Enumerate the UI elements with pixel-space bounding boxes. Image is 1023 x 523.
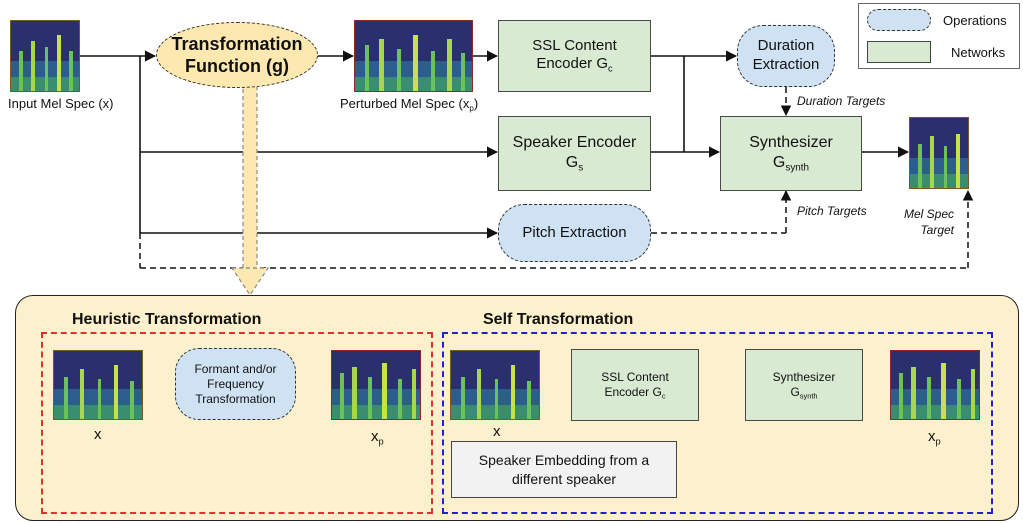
perturbed-mel-spec-label: Perturbed Mel Spec (xp) (340, 96, 478, 113)
self-synth-line2: Gsynth (790, 385, 817, 401)
legend-networks-label: Networks (951, 45, 1006, 60)
pitch-extraction: Pitch Extraction (498, 204, 651, 262)
legend-operations-label: Operations (943, 13, 1007, 28)
self-ssl-line2-text: Encoder G (604, 384, 662, 399)
self-ssl-sub: c (661, 391, 666, 401)
spectrogram-image (355, 21, 472, 91)
self-xp-label: xp (928, 428, 941, 446)
heuristic-xp-sub: p (378, 436, 384, 447)
self-xp-sub: p (935, 436, 941, 447)
spectrogram-image (332, 351, 420, 419)
self-synthesizer: Synthesizer Gsynth (745, 349, 863, 421)
speaker-encoder-line2-text: G (565, 153, 579, 171)
ssl-encoder-sub: c (608, 63, 613, 74)
pitch-extraction-label: Pitch Extraction (522, 223, 627, 241)
transformation-function-line1: Transformation (171, 33, 303, 54)
self-synth-line2-text: G (790, 384, 800, 399)
synthesizer-line1: Synthesizer (749, 133, 833, 151)
spectrogram-image (910, 118, 968, 188)
spectrogram-image (891, 351, 979, 419)
duration-extraction: Duration Extraction (737, 25, 835, 87)
heuristic-input-spectrogram (53, 350, 143, 420)
speaker-encoder: Speaker Encoder Gs (498, 116, 651, 191)
speaker-encoder-line2: Gs (566, 153, 583, 175)
self-output-spectrogram (890, 350, 980, 420)
self-xp-text: x (928, 428, 936, 445)
transformation-function-line2: Function (g) (185, 56, 289, 76)
self-transformation-title: Self Transformation (483, 311, 634, 328)
formant-line3: Transformation (195, 391, 276, 406)
mel-target-line2: Target (920, 222, 955, 237)
synthesizer-line2-text: G (772, 153, 786, 171)
self-transformation-box (442, 332, 993, 514)
heuristic-x-label: x (94, 426, 102, 443)
ssl-encoder-line2-text: Encoder G (536, 55, 609, 73)
legend-operations-swatch (867, 9, 931, 31)
mel-spec-target-spectrogram (909, 117, 969, 189)
legend: Operations Networks (858, 3, 1020, 69)
self-ssl-content-encoder: SSL Content Encoder Gc (571, 349, 699, 421)
perturbed-mel-spectrogram (354, 20, 473, 92)
transformation-function: Transformation Function (g) (156, 22, 318, 88)
pitch-targets-label: Pitch Targets (797, 204, 867, 218)
ssl-encoder-line1: SSL Content (532, 36, 617, 54)
self-ssl-line2: Encoder Gc (604, 385, 665, 401)
self-synth-line1: Synthesizer (772, 369, 836, 384)
synthesizer-sub: synth (785, 162, 810, 174)
speaker-embedding-line2: different speaker (511, 470, 617, 487)
perturbed-label-text: Perturbed Mel Spec (x (340, 96, 470, 111)
input-mel-spectrogram (10, 20, 80, 92)
speaker-embedding-box: Speaker Embedding from a different speak… (451, 441, 677, 498)
duration-line1: Duration (757, 37, 815, 55)
heuristic-transformation-title: Heuristic Transformation (72, 311, 262, 328)
speaker-encoder-line1: Speaker Encoder (512, 133, 637, 151)
formant-line2: Frequency (207, 376, 264, 391)
legend-networks-swatch (867, 41, 931, 63)
synthesizer-line2: Gsynth (773, 153, 809, 175)
heuristic-xp-text: x (371, 428, 379, 445)
perturbed-label-sub: p (469, 103, 474, 113)
self-ssl-line1: SSL Content (601, 369, 669, 384)
ssl-encoder-line2: Encoder Gc (536, 55, 612, 75)
formant-frequency-transformation: Formant and/or Frequency Transformation (175, 348, 296, 420)
heuristic-transformation-box (41, 332, 433, 514)
mel-spec-target-label: Mel Spec Target (904, 207, 954, 238)
mel-target-line1: Mel Spec (904, 207, 955, 221)
spectrogram-image (54, 351, 142, 419)
synthesizer: Synthesizer Gsynth (720, 116, 862, 191)
heuristic-xp-label: xp (371, 428, 384, 446)
spectrogram-image (451, 351, 539, 419)
duration-targets-label: Duration Targets (797, 94, 886, 108)
input-mel-spec-label: Input Mel Spec (x) (8, 96, 114, 111)
formant-line1: Formant and/or (194, 361, 277, 376)
speaker-embedding-line1: Speaker Embedding from a (478, 452, 650, 469)
spectrogram-image (11, 21, 79, 91)
self-x-label: x (493, 423, 501, 440)
ssl-content-encoder: SSL Content Encoder Gc (498, 20, 651, 92)
duration-line2: Extraction (752, 56, 820, 73)
self-synth-sub: synth (799, 391, 818, 401)
perturbed-label-close: ) (473, 96, 479, 111)
self-input-spectrogram (450, 350, 540, 420)
speaker-encoder-sub: s (578, 162, 584, 174)
heuristic-output-spectrogram (331, 350, 421, 420)
